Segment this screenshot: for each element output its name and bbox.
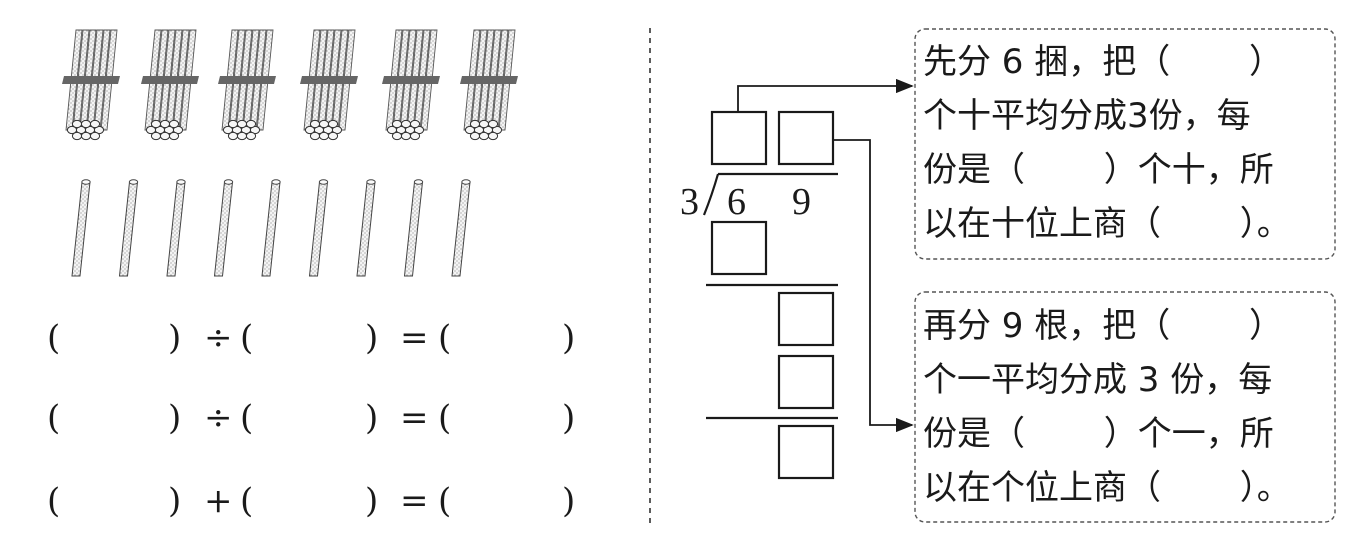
equals-sign: = [400,398,429,438]
paren-open: ( [47,398,61,438]
paren-close: ) [168,398,182,438]
final-remainder-box[interactable] [777,424,835,480]
stick-bundle [300,29,358,141]
stick-bundle [141,29,199,141]
operator-sign: + [204,481,233,521]
product-ones-box[interactable] [777,354,835,410]
paren-close: ) [562,481,576,521]
paren-open: ( [240,398,254,438]
single-sticks [71,179,471,277]
equals-sign: = [400,481,429,521]
paren-open: ( [47,481,61,521]
paren-open: ( [438,318,452,358]
division-bracket [702,172,838,216]
long-division [702,110,838,480]
single-stick [261,179,281,277]
paren-close: ) [168,481,182,521]
operator-sign: ÷ [204,318,233,358]
stick-bundles [62,29,518,141]
paren-close: ) [562,318,576,358]
single-stick [403,179,424,277]
single-stick [71,179,91,277]
stick-bundle [62,29,120,141]
paren-close: ) [365,481,379,521]
arrow-to-bottom-box [833,139,914,433]
single-stick [118,179,139,277]
single-stick [451,179,471,277]
bottom-explanation-frame [914,291,1336,523]
dividend-tens-digit: 6 [727,181,746,223]
top-box-line-1: 先分 6 捆，把（ ） [923,42,1284,82]
bottom-box-line-2: 个一平均分成 3 份，每 [923,360,1273,400]
paren-close: ) [562,398,576,438]
quotient-tens-box[interactable] [710,110,768,166]
single-stick [308,179,329,277]
paren-open: ( [438,398,452,438]
equals-sign: = [400,318,429,358]
single-stick [213,179,234,277]
paren-open: ( [240,481,254,521]
paren-open: ( [240,318,254,358]
divisor: 3 [680,181,699,223]
paren-open: ( [438,481,452,521]
paren-close: ) [168,318,182,358]
quotient-ones-box[interactable] [777,110,835,166]
arrow-to-top-box [737,78,914,112]
dividend-ones-digit: 9 [792,181,811,223]
bottom-box-line-3: 份是（ ）个一，所 [923,414,1274,454]
bottom-box-line-1: 再分 9 根，把（ ） [923,306,1284,346]
remainder-ones-box[interactable] [777,291,835,347]
stick-bundle [382,29,440,141]
stick-bundle [460,29,518,141]
top-box-line-2: 个十平均分成3份，每 [923,96,1251,136]
bottom-box-line-4: 以在个位上商（ ）。 [923,468,1291,508]
top-explanation-frame [914,28,1336,260]
product-tens-box[interactable] [710,220,768,276]
paren-close: ) [365,398,379,438]
paren-close: ) [365,318,379,358]
stick-bundle [218,29,276,141]
top-box-line-4: 以在十位上商（ ）。 [923,204,1291,244]
operator-sign: ÷ [204,398,233,438]
paren-open: ( [47,318,61,358]
top-box-line-3: 份是（ ）个十，所 [923,150,1274,190]
single-stick [166,179,186,277]
single-stick [356,179,376,277]
